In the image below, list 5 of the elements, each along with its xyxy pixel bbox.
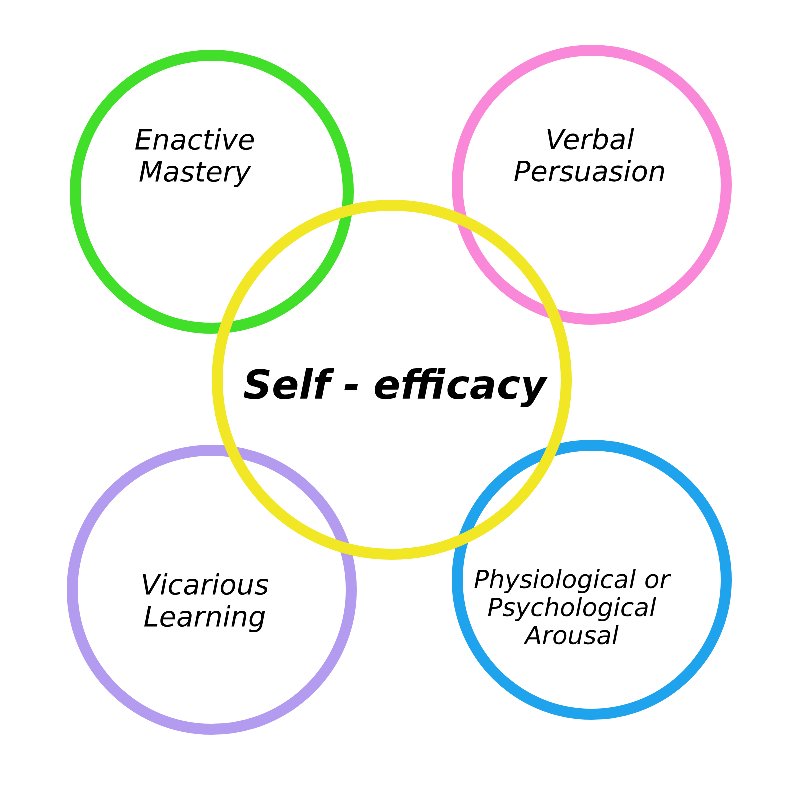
circle-node: Self - efficacy xyxy=(212,200,572,560)
circle-node: Physiological or Psychological Arousal xyxy=(452,440,732,720)
circle-node: Enactive Mastery xyxy=(70,50,354,334)
circle-node: Verbal Persuasion xyxy=(452,45,732,325)
circle-node: Vicarious Learning xyxy=(67,445,357,735)
